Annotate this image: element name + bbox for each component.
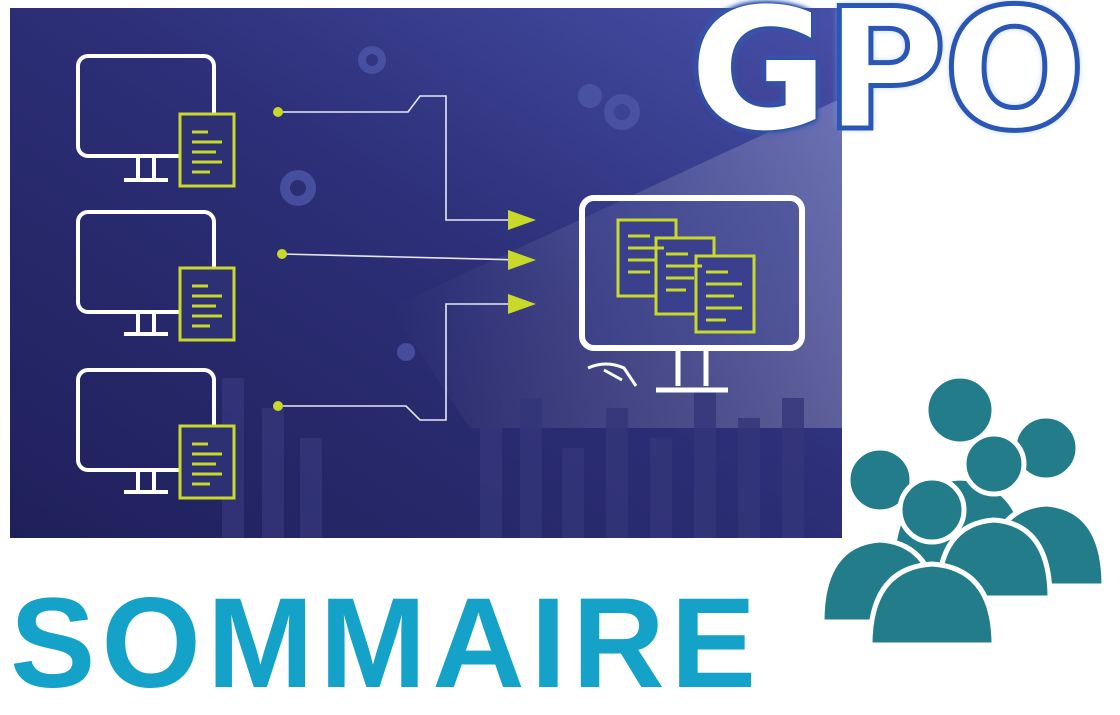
document-icon	[178, 266, 236, 342]
document-icon	[616, 218, 756, 334]
arrow-icon	[508, 294, 536, 314]
gpo-banner-illustration	[10, 8, 842, 538]
document-icon	[178, 112, 236, 188]
sommaire-heading: SOMMAIRE	[10, 572, 762, 715]
gpo-title-g: G	[690, 0, 828, 168]
monitor-icon	[76, 368, 216, 494]
arrow-icon	[508, 250, 536, 270]
arrow-icon	[508, 210, 536, 230]
monitor-icon	[76, 54, 216, 182]
document-icon	[178, 424, 236, 500]
gpo-title-po: PO	[821, 0, 1088, 168]
gpo-title: GPO	[690, 0, 1088, 157]
users-group-icon	[820, 372, 1110, 645]
gear-icon	[280, 46, 640, 361]
logo-mark	[587, 362, 638, 387]
monitor-icon	[76, 210, 216, 336]
